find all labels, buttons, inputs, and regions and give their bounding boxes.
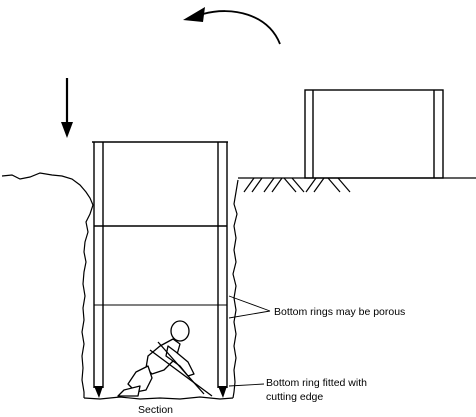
excavation-wall-right <box>232 179 239 399</box>
label-cutting-edge-line2: cutting edge <box>266 391 323 403</box>
ground-line-left <box>1 172 94 206</box>
excavation-bottom <box>83 396 234 400</box>
worker-figure <box>117 320 213 397</box>
cutting-edge <box>94 386 227 398</box>
label-section: Section <box>138 404 173 416</box>
rotation-arrow-icon <box>183 7 281 45</box>
label-cutting-edge-line1: Bottom ring fitted with <box>266 377 367 389</box>
label-porous-rings: Bottom rings may be porous <box>274 306 405 318</box>
hatched-ground-right <box>238 177 476 193</box>
excavation-wall-left <box>81 204 94 398</box>
caisson-shaft <box>92 141 228 388</box>
spare-caisson-ring <box>304 89 444 179</box>
annotation-leaders <box>228 295 271 387</box>
down-arrow-icon <box>61 78 73 138</box>
